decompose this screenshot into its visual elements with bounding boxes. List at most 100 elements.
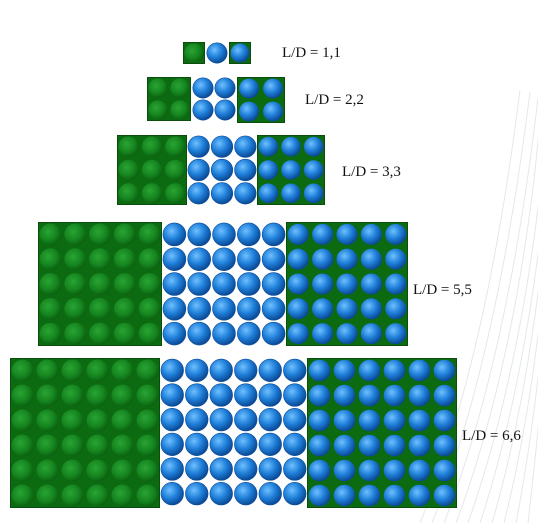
green-cell [112, 485, 134, 507]
sphere [234, 433, 257, 456]
blue-sphere [304, 137, 324, 157]
sphere [237, 223, 260, 246]
blue-sphere [259, 184, 279, 204]
green-cell [89, 323, 111, 345]
green-cell [62, 460, 84, 482]
blue-sphere [281, 184, 301, 204]
sphere [188, 183, 210, 205]
sphere [161, 482, 184, 505]
blue-sphere [409, 485, 431, 507]
green-cell [37, 360, 59, 382]
blue-sphere [361, 273, 382, 294]
sphere [163, 297, 186, 320]
blue-sphere [336, 249, 357, 270]
blue-sphere [361, 249, 382, 270]
sphere [259, 384, 282, 407]
sphere [163, 322, 186, 345]
sphere [161, 359, 184, 382]
blue-sphere [409, 460, 431, 482]
sphere [188, 248, 211, 271]
green-cell [89, 273, 111, 295]
sphere [193, 78, 213, 98]
blue-sphere [309, 460, 331, 482]
green-cell [139, 223, 161, 245]
blue-sphere [288, 249, 309, 270]
sphere-column-row-2 [192, 77, 236, 121]
sphere [215, 100, 235, 120]
blue-sphere [334, 360, 356, 382]
blue-sphere [385, 323, 406, 344]
green-cell [165, 183, 186, 204]
sphere [237, 273, 260, 296]
sphere [193, 100, 213, 120]
green-cell [64, 248, 86, 270]
blue-sphere [281, 160, 301, 180]
green-cell [64, 323, 86, 345]
blue-block-row-4 [286, 222, 408, 346]
green-cell [64, 298, 86, 320]
sphere [210, 458, 233, 481]
green-cell [170, 78, 189, 97]
sphere [163, 273, 186, 296]
sphere [262, 248, 285, 271]
blue-sphere [239, 79, 259, 99]
blue-sphere [359, 360, 381, 382]
green-cell [139, 323, 161, 345]
sphere [163, 248, 186, 271]
green-cell [87, 360, 109, 382]
sphere [161, 458, 184, 481]
green-cell [37, 460, 59, 482]
label-row-4: L/D = 5,5 [413, 283, 472, 298]
blue-sphere [434, 485, 456, 507]
sphere [283, 458, 306, 481]
blue-sphere [359, 385, 381, 407]
sphere [185, 359, 208, 382]
green-cell [87, 485, 109, 507]
green-cell [62, 385, 84, 407]
green-cell [62, 485, 84, 507]
sphere [235, 159, 257, 181]
green-cell [89, 248, 111, 270]
green-cell [112, 460, 134, 482]
blue-block-row-3 [257, 135, 325, 205]
sphere [213, 322, 236, 345]
blue-sphere [288, 298, 309, 319]
green-cell [87, 385, 109, 407]
sphere [262, 223, 285, 246]
green-cell [39, 248, 61, 270]
sphere [213, 273, 236, 296]
green-cell [112, 410, 134, 432]
green-cell [165, 136, 186, 157]
sphere [185, 384, 208, 407]
green-cell [142, 136, 163, 157]
green-cell [184, 43, 203, 62]
green-cell [12, 385, 34, 407]
green-cell [118, 160, 139, 181]
sphere [259, 482, 282, 505]
blue-sphere [336, 298, 357, 319]
blue-sphere [336, 273, 357, 294]
green-cell [12, 410, 34, 432]
blue-block-row-2 [237, 77, 285, 123]
sphere [283, 359, 306, 382]
blue-sphere [384, 435, 406, 457]
green-cell [89, 223, 111, 245]
sphere [237, 322, 260, 345]
green-cell [12, 485, 34, 507]
green-cell [39, 273, 61, 295]
green-cell [118, 136, 139, 157]
green-cell [142, 183, 163, 204]
blue-sphere [361, 323, 382, 344]
green-cell [64, 273, 86, 295]
sphere [210, 408, 233, 431]
blue-sphere [304, 160, 324, 180]
label-row-5: L/D = 6,6 [462, 429, 521, 444]
sphere [185, 458, 208, 481]
sphere [207, 43, 227, 63]
blue-sphere [359, 435, 381, 457]
sphere [211, 183, 233, 205]
green-cell [137, 360, 159, 382]
sphere [211, 159, 233, 181]
sphere [283, 408, 306, 431]
